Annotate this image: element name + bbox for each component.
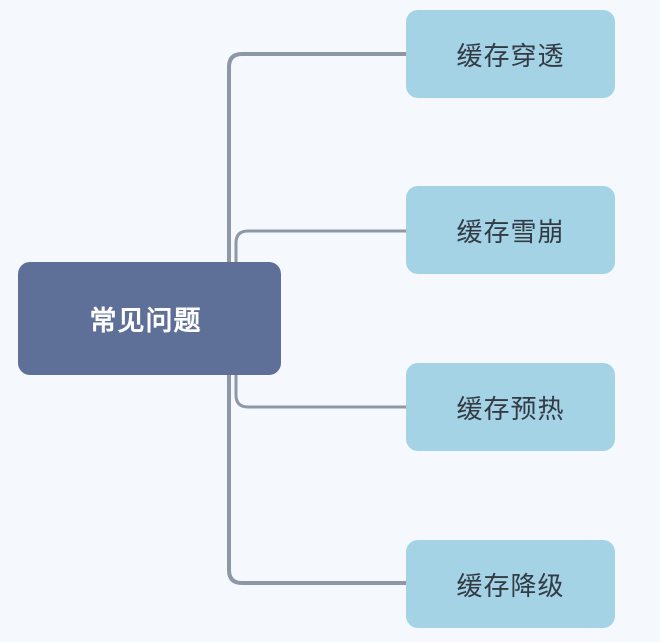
root-node-label: 常见问题	[89, 306, 202, 337]
child-node-label: 缓存降级	[456, 571, 565, 602]
child-node-cache-avalanche[interactable]: 缓存雪崩	[406, 186, 615, 274]
root-node[interactable]: 常见问题	[18, 262, 281, 375]
child-node-label: 缓存雪崩	[456, 217, 565, 248]
child-node-cache-degradation[interactable]: 缓存降级	[406, 540, 615, 628]
child-node-label: 缓存预热	[456, 394, 565, 425]
child-node-cache-penetration[interactable]: 缓存穿透	[406, 10, 615, 98]
child-node-label: 缓存穿透	[456, 41, 565, 72]
child-node-cache-warmup[interactable]: 缓存预热	[406, 363, 615, 451]
